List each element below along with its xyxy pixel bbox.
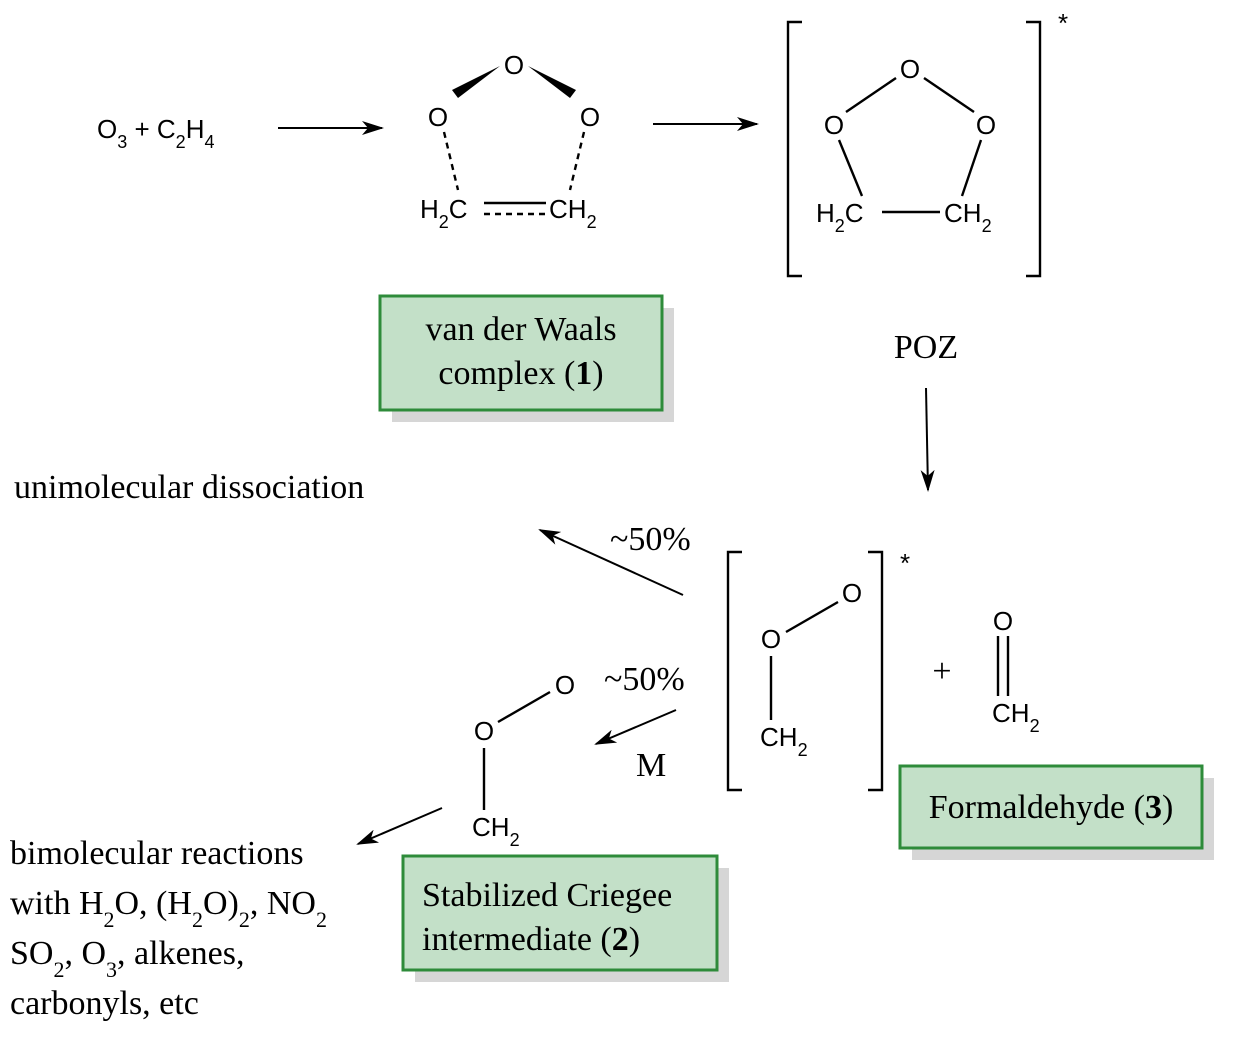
hcho-ch2: CH2 <box>992 698 1040 736</box>
bracket-right <box>1026 20 1042 278</box>
ci-star: * <box>900 548 910 578</box>
wedge-bond-left <box>452 66 500 98</box>
reactant-o3: O3 + C2H4 <box>97 114 214 152</box>
plus-sign: + <box>932 653 951 690</box>
bracket-left <box>786 20 802 278</box>
sci-o-inner: O <box>474 716 494 746</box>
vdw-complex-structure: O O O H2C CH2 <box>420 50 600 232</box>
poz-bond-oc-right <box>960 139 983 197</box>
m-label: M <box>636 747 666 784</box>
poz-ch2: CH2 <box>944 198 992 236</box>
sci-label-line1: Stabilized Criegee <box>422 877 672 914</box>
pct-unimolecular: ~50% <box>610 521 691 558</box>
sci-ch2: CH2 <box>472 812 520 850</box>
bimolecular-line1: bimolecular reactions <box>10 835 304 872</box>
poz-label: POZ <box>894 329 958 366</box>
stabilized-criegee-structure: O O CH2 <box>472 670 575 850</box>
poz-bond-oo-right <box>923 77 975 113</box>
sci-box <box>401 854 719 972</box>
bimolecular-line3: SO2, O3, alkenes, <box>10 935 244 982</box>
dashed-bond-left <box>442 131 460 191</box>
poz-bond-oo-left <box>845 77 897 113</box>
poz-o-left: O <box>824 110 844 140</box>
vdw-label-line1: van der Waals <box>425 311 616 348</box>
arrow-bimolecular <box>356 807 443 845</box>
sci-label-line2: intermediate (2) <box>422 921 640 958</box>
pct-stabilized: ~50% <box>604 661 685 698</box>
formaldehyde-structure: O CH2 <box>992 606 1040 736</box>
poz-star: * <box>1058 8 1068 38</box>
ci-o-inner: O <box>761 624 781 654</box>
vdw-box <box>378 294 664 412</box>
ci-ch2: CH2 <box>760 722 808 760</box>
sci-o-terminal: O <box>555 670 575 700</box>
hcho-o: O <box>993 606 1013 636</box>
bimolecular-line4: carbonyls, etc <box>10 985 199 1022</box>
vdw-h2c: H2C <box>420 194 468 232</box>
vdw-ch2: CH2 <box>549 194 597 232</box>
sci-bond-oo <box>497 690 551 724</box>
ci-bracket-left <box>726 550 742 792</box>
poz-structure: * O O O H2C CH2 <box>786 8 1068 278</box>
excited-criegee-structure: * O O CH2 <box>726 548 910 792</box>
vdw-o-left: O <box>428 102 448 132</box>
arrow-poz-down <box>920 387 935 492</box>
poz-o-right: O <box>976 110 996 140</box>
vdw-o-top: O <box>504 50 524 80</box>
poz-o-top: O <box>900 54 920 84</box>
formaldehyde-box <box>898 764 1204 850</box>
bimolecular-line2: with H2O, (H2O)2, NO2 <box>10 885 327 932</box>
dashed-bond-right <box>568 131 586 191</box>
vdw-label-line2: complex (1) <box>438 355 603 392</box>
wedge-bond-right <box>528 66 576 98</box>
poz-bond-oc-left <box>837 139 864 197</box>
vdw-o-right: O <box>580 102 600 132</box>
formaldehyde-label: Formaldehyde (3) <box>929 789 1174 826</box>
arrow-unimolecular <box>538 529 684 596</box>
ci-bracket-right <box>868 550 884 792</box>
ci-bond-oo <box>785 600 839 634</box>
ci-o-terminal: O <box>842 578 862 608</box>
arrow-stabilization <box>594 709 677 745</box>
unimolecular-label: unimolecular dissociation <box>14 469 364 506</box>
poz-h2c: H2C <box>816 198 864 236</box>
